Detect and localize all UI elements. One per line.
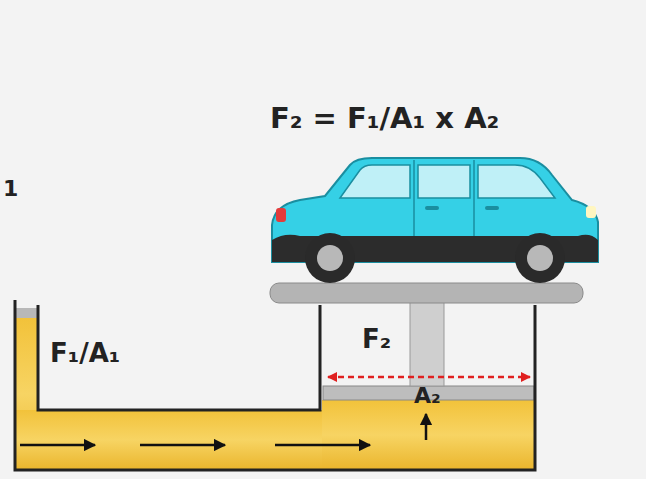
cut-off-label: 1 (3, 178, 18, 200)
hydraulic-fluid (15, 318, 535, 470)
cylinder-wall (15, 300, 535, 470)
pressure-label: F₁/A₁ (50, 340, 120, 366)
small-piston (16, 308, 37, 318)
flow-arrows (20, 444, 370, 447)
pressure-arrow (425, 414, 428, 440)
area-dimension (328, 376, 530, 379)
car (272, 158, 598, 283)
piston-rod (410, 300, 444, 386)
force-label: F₂ (362, 326, 391, 352)
formula-title: F₂ = F₁/A₁ x A₂ (270, 104, 499, 133)
cylinder-wall (38, 305, 320, 410)
lift-platform (270, 283, 583, 303)
area-label: A₂ (414, 385, 441, 407)
